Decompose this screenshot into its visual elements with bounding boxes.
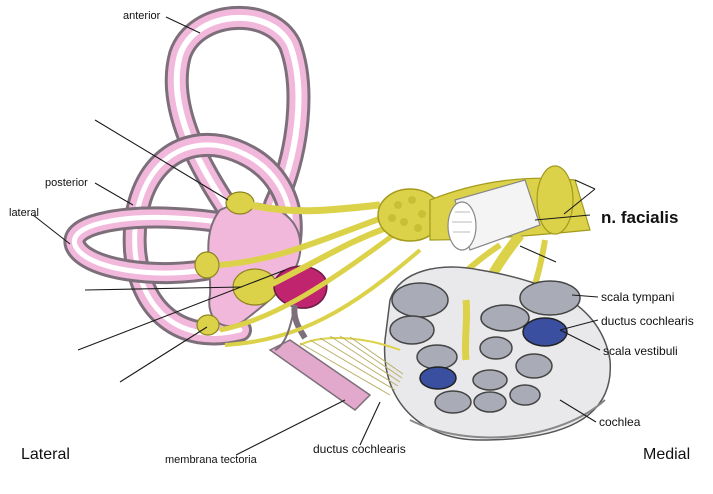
label-ductus-cochlearis-right: ductus cochlearis (601, 314, 694, 328)
cochlea-chamber (480, 337, 512, 359)
ampulla-posterior (197, 315, 219, 335)
cochlea-chamber (435, 391, 471, 413)
cochlea (385, 267, 611, 440)
label-cochlea: cochlea (599, 415, 641, 429)
label-scala-vestibuli: scala vestibuli (603, 344, 678, 358)
cochlea-chamber (417, 345, 457, 369)
label-ductus-cochlearis-bottom: ductus cochlearis (313, 442, 406, 456)
cochlea-chamber (516, 354, 552, 378)
cochlear-duct-section (270, 305, 403, 410)
label-n-facialis: n. facialis (601, 208, 678, 227)
cochlea-chamber (392, 283, 448, 317)
label-side-lateral: Lateral (21, 446, 70, 463)
cochlea-chamber (473, 370, 507, 390)
ampulla-lateral (195, 252, 219, 278)
label-anterior: anterior (123, 10, 161, 22)
scala-vestibuli-chamber (523, 318, 567, 346)
cochlea-chamber (481, 305, 529, 331)
cochlea-chamber (390, 316, 434, 344)
label-scala-tympani: scala tympani (601, 290, 674, 304)
label-posterior: posterior (45, 177, 88, 189)
cochlea-chamber (510, 385, 540, 405)
cochlea-chamber (474, 392, 506, 412)
ampulla-anterior (226, 192, 254, 214)
label-membrana-tectoria: membrana tectoria (165, 454, 258, 466)
cochlea-chamber (520, 281, 580, 315)
scala-vestibuli-chamber (420, 367, 456, 389)
label-lateral: lateral (9, 207, 39, 219)
label-side-medial: Medial (643, 446, 690, 463)
